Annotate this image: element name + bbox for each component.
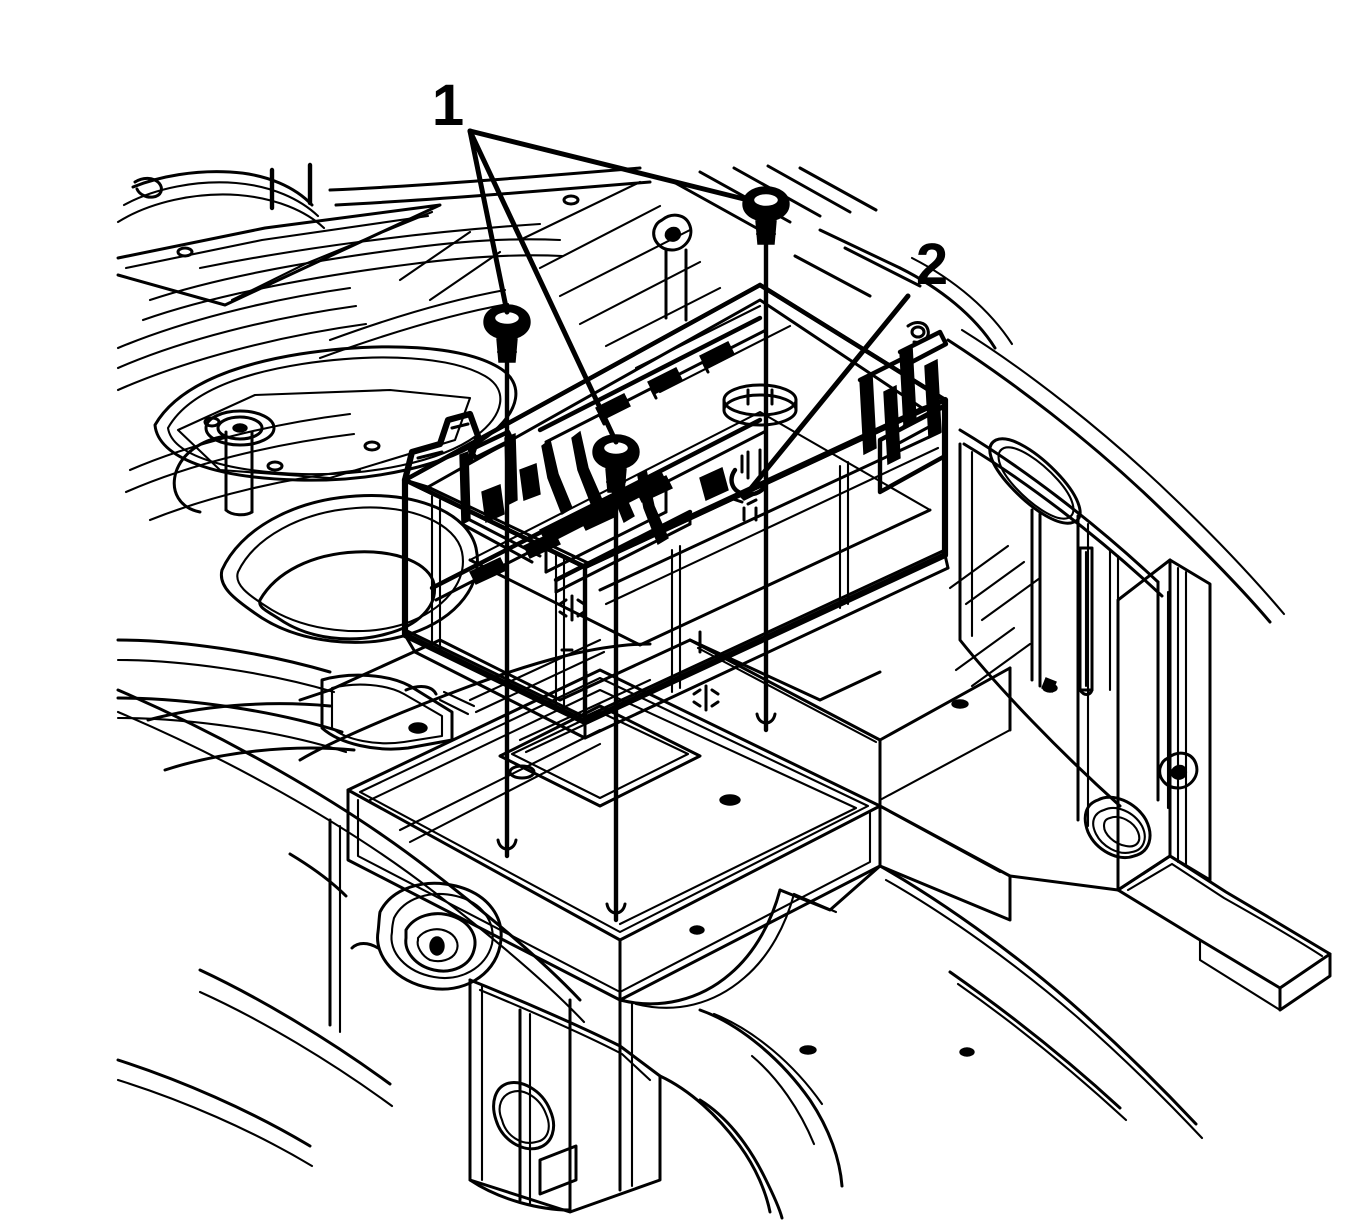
right-fender-rail [946,328,1286,828]
mold-mark-b [692,684,720,712]
bolt-center [592,434,640,923]
callout-1-leader-c [467,128,751,203]
left-grommet-stud [172,409,276,517]
upper-left-stamped-panel [116,162,652,522]
callout-2-label: 2 [916,232,948,297]
tray-internal-ribs [459,429,729,594]
callout-2-leaders [745,293,911,495]
under-tray-ledge [688,546,1094,808]
battery-tray [401,282,950,740]
wire-clip-rail [429,315,768,602]
tray-left-notch [401,410,482,484]
callout-1-leader-b [467,128,619,445]
floor-ribs [468,638,656,754]
lower-left-rocker [116,494,479,772]
upper-right-panel [518,164,1014,394]
lower-left-frame-member [116,688,586,1168]
bolt-rear [742,186,790,733]
right-vertical-flange [1041,558,1332,1012]
front-cross-member [468,978,662,1214]
center-tunnel-panel [618,804,1204,1220]
tray-floor-drain-boss [722,383,798,427]
callout-2-leader-a [745,293,911,495]
callout-1-leader-a [467,128,510,315]
callout-1-leaders [467,128,751,445]
callout-1-label: 1 [432,73,464,138]
right-lower-creases [948,544,1042,688]
bolt-left [483,304,531,859]
floor-panel [298,638,1058,1057]
tray-right-end-posts [857,321,949,495]
